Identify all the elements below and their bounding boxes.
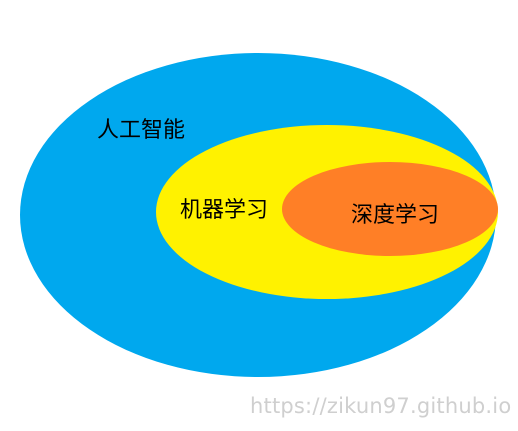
ai-label: 人工智能 [97,118,185,143]
dl-ellipse [282,162,498,256]
watermark-url: https://zikun97.github.io [250,394,512,418]
dl-label: 深度学习 [351,203,439,228]
ml-label: 机器学习 [180,198,268,223]
